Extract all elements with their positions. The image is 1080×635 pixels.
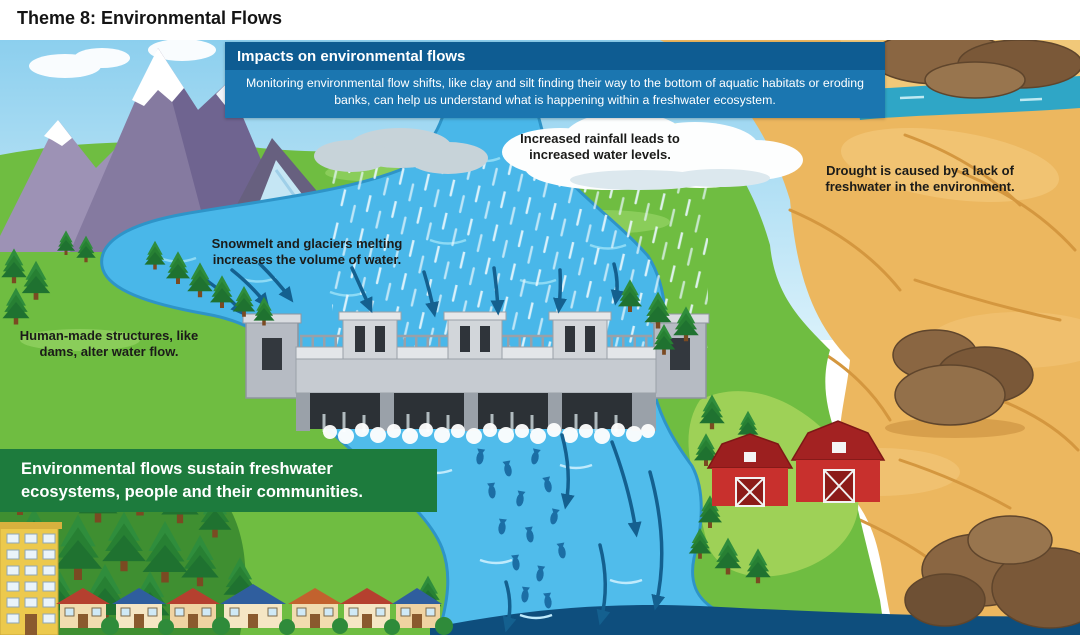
- house: [166, 588, 220, 628]
- house: [392, 588, 442, 628]
- sky-clouds: [29, 40, 216, 78]
- house: [112, 588, 166, 628]
- dam: [242, 311, 710, 444]
- barn: [790, 420, 886, 503]
- house: [288, 588, 342, 628]
- river-mouth: [430, 604, 1080, 635]
- infobox-body: Monitoring environmental flow shifts, li…: [225, 70, 885, 119]
- dam-towers: [338, 311, 612, 360]
- spill-foam: [323, 423, 655, 444]
- rain-cloud: [502, 112, 803, 190]
- rocks-mid-right: [885, 329, 1034, 438]
- rain-cloud-gray: [314, 128, 488, 174]
- illustration-scene: Impacts on environmental flows Monitorin…: [0, 40, 1080, 635]
- snow-cap: [44, 120, 72, 146]
- dam-gates: [296, 393, 656, 432]
- houses-row: [56, 584, 453, 635]
- bushes: [101, 617, 453, 635]
- barns: [706, 420, 886, 507]
- infobox-title: Impacts on environmental flows: [225, 42, 885, 70]
- banner-environmental-flows: Environmental flows sustain freshwater e…: [0, 449, 437, 512]
- dam-wall: [295, 358, 657, 394]
- barn: [706, 433, 794, 507]
- apartment-building: [0, 522, 62, 635]
- impacts-infobox: Impacts on environmental flows Monitorin…: [225, 42, 885, 119]
- flow-arrows: [204, 262, 666, 633]
- annotation-snowmelt: Snowmelt and glaciers melting increases …: [211, 236, 403, 268]
- rocks-bottom-right: [904, 515, 1080, 629]
- annotation-rainfall: Increased rainfall leads to increased wa…: [520, 131, 680, 163]
- snow-cap: [132, 48, 184, 106]
- page-title: Theme 8: Environmental Flows: [17, 8, 283, 28]
- annotation-dams: Human-made structures, like dams, alter …: [19, 328, 199, 360]
- annotation-drought: Drought is caused by a lack of freshwate…: [825, 163, 1015, 195]
- house: [56, 588, 110, 628]
- page-header: Theme 8: Environmental Flows: [0, 0, 1080, 40]
- house: [220, 584, 286, 628]
- house: [340, 588, 394, 628]
